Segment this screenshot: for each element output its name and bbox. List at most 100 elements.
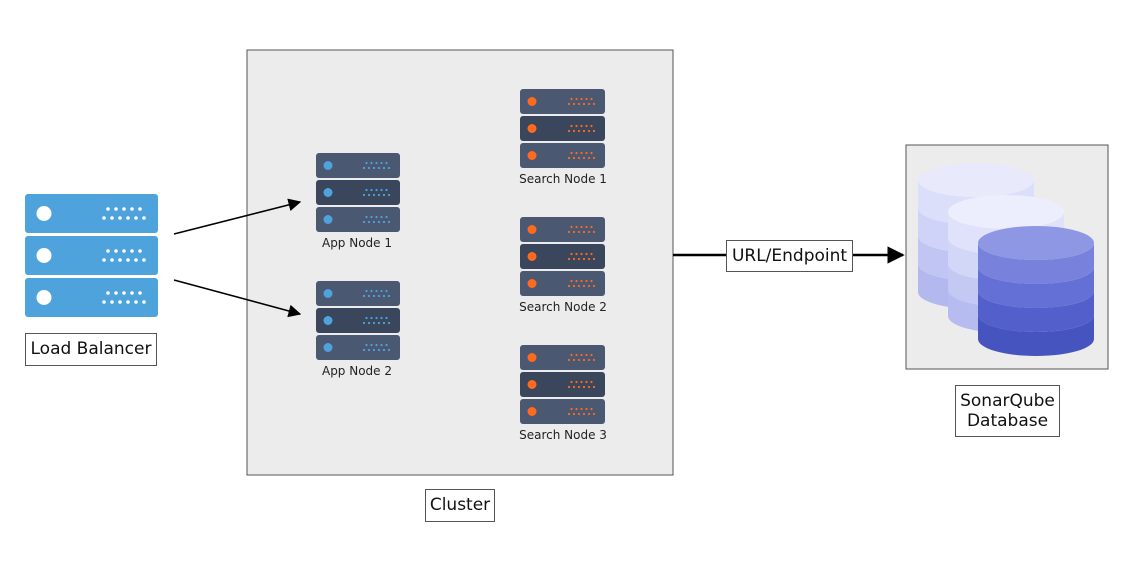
- indicator-dot: [580, 97, 583, 101]
- indicator-dot: [570, 380, 573, 384]
- indicator-dot: [362, 220, 366, 224]
- indicator-dot: [377, 220, 381, 224]
- indicator-dot: [114, 249, 118, 253]
- indicator-dot: [572, 385, 576, 389]
- indicator-dot: [110, 300, 114, 304]
- indicator-dot: [575, 380, 578, 384]
- indicator-dot: [582, 230, 586, 234]
- indicator-dot: [385, 188, 388, 192]
- indicator-dot: [142, 216, 146, 220]
- server-unit: [316, 207, 400, 232]
- indicator-dot: [380, 188, 383, 192]
- indicator-dot: [592, 129, 596, 133]
- indicator-dot: [377, 193, 381, 197]
- indicator-dot: [575, 279, 578, 283]
- indicator-dot: [572, 257, 576, 261]
- indicator-dot: [592, 284, 596, 288]
- indicator-dot: [134, 258, 138, 262]
- indicator-dot: [570, 151, 573, 155]
- indicator-dot: [585, 124, 588, 128]
- status-light: [323, 316, 333, 325]
- indicator-dot: [585, 225, 588, 229]
- indicator-dot: [570, 124, 573, 128]
- indicator-dot: [375, 316, 378, 320]
- indicator-dot: [590, 407, 593, 411]
- indicator-dot: [122, 207, 126, 211]
- indicator-dot: [587, 230, 591, 234]
- indicator-dot: [385, 289, 388, 293]
- indicator-dot: [590, 279, 593, 283]
- indicator-dot: [370, 289, 373, 293]
- server-unit: [316, 281, 400, 306]
- indicator-dot: [365, 316, 368, 320]
- indicator-dot: [102, 216, 106, 220]
- indicator-dot: [375, 215, 378, 219]
- indicator-dot: [567, 358, 571, 362]
- indicator-dot: [587, 284, 591, 288]
- indicator-dot: [362, 321, 366, 325]
- indicator-dot: [587, 412, 591, 416]
- status-light: [36, 290, 52, 305]
- indicator-dot: [130, 249, 134, 253]
- search-node-3-icon: [520, 345, 605, 424]
- indicator-dot: [592, 385, 596, 389]
- server-unit: [520, 143, 605, 168]
- indicator-dot: [385, 215, 388, 219]
- indicator-dot: [142, 258, 146, 262]
- app-node-1-icon: [316, 153, 400, 232]
- database-cylinder-front: [978, 226, 1094, 356]
- indicator-dot: [590, 124, 593, 128]
- load-balancer-unit: [25, 278, 158, 317]
- indicator-dot: [122, 291, 126, 295]
- indicator-dot: [580, 225, 583, 229]
- arrow-to-app-node-2: [173, 279, 302, 318]
- indicator-dot: [370, 215, 373, 219]
- indicator-dot: [126, 300, 130, 304]
- indicator-dot: [370, 188, 373, 192]
- indicator-dot: [362, 193, 366, 197]
- indicator-dot: [577, 102, 581, 106]
- indicator-dot: [102, 300, 106, 304]
- indicator-dot: [572, 358, 576, 362]
- indicator-dot: [122, 249, 126, 253]
- indicator-dot: [387, 294, 391, 298]
- server-unit: [520, 271, 605, 296]
- load-balancer-icon: [25, 194, 158, 317]
- indicator-dot: [126, 258, 130, 262]
- search-node-2-icon: [520, 217, 605, 296]
- indicator-dot: [118, 300, 122, 304]
- status-light: [323, 161, 333, 170]
- status-light: [36, 248, 52, 263]
- status-light: [527, 353, 537, 362]
- indicator-dot: [362, 294, 366, 298]
- indicator-dot: [382, 321, 386, 325]
- status-light: [527, 279, 537, 288]
- indicator-dot: [138, 249, 142, 253]
- status-light: [323, 188, 333, 197]
- indicator-dot: [118, 258, 122, 262]
- status-light: [527, 407, 537, 416]
- indicator-dot: [365, 161, 368, 165]
- indicator-dot: [367, 166, 371, 170]
- indicator-dot: [362, 166, 366, 170]
- server-unit: [520, 244, 605, 269]
- indicator-dot: [387, 348, 391, 352]
- status-light: [36, 206, 52, 221]
- indicator-dot: [585, 353, 588, 357]
- app-node-2-label: App Node 2: [321, 364, 393, 378]
- indicator-dot: [592, 257, 596, 261]
- indicator-dot: [592, 412, 596, 416]
- indicator-dot: [575, 252, 578, 256]
- server-unit: [520, 89, 605, 114]
- indicator-dot: [138, 207, 142, 211]
- indicator-dot: [587, 358, 591, 362]
- server-unit: [316, 335, 400, 360]
- status-light: [527, 124, 537, 133]
- indicator-dot: [567, 284, 571, 288]
- indicator-dot: [370, 343, 373, 347]
- indicator-dot: [375, 188, 378, 192]
- indicator-dot: [590, 225, 593, 229]
- indicator-dot: [387, 321, 391, 325]
- indicator-dot: [585, 380, 588, 384]
- indicator-dot: [570, 252, 573, 256]
